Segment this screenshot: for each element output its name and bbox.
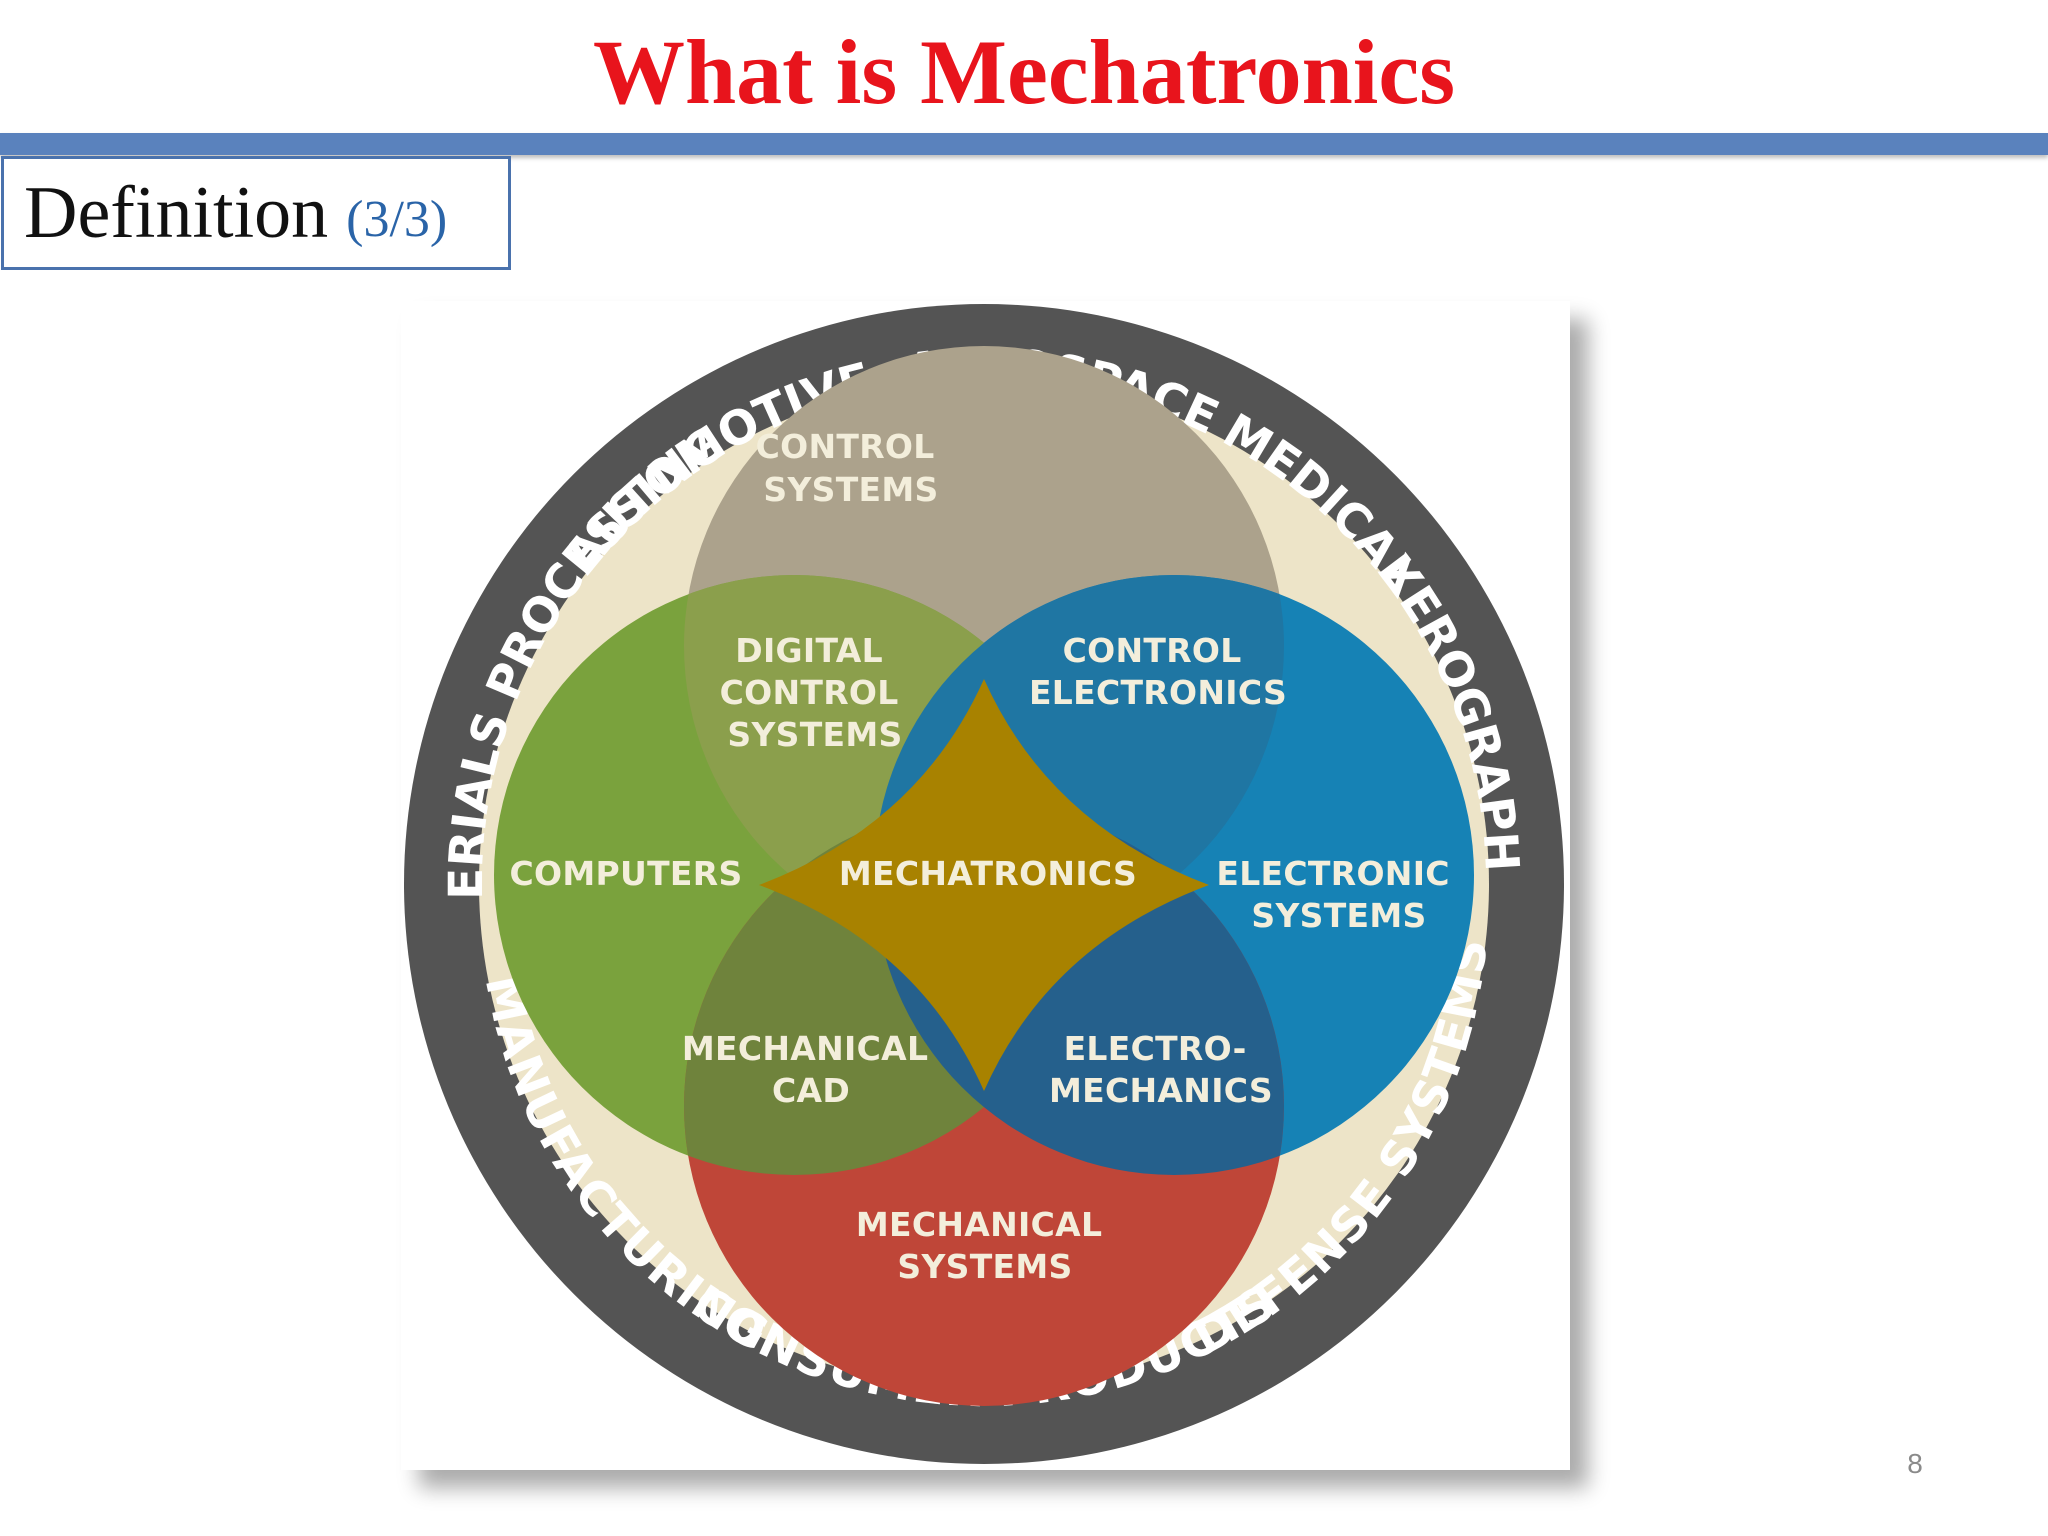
slide-title: What is Mechatronics: [592, 21, 1455, 123]
mechatronics-center-region: [759, 679, 1209, 1091]
page-number: 8: [1907, 1448, 1923, 1479]
label-electro-mechanics: ELECTRO- MECHANICS: [1049, 1029, 1273, 1110]
label-mechanical-cad: MECHANICAL CAD: [682, 1029, 940, 1110]
section-label: Definition: [24, 171, 329, 254]
label-control-systems: CONTROL SYSTEMS: [756, 427, 947, 509]
mechatronics-diagram: MATERIALS PROCESSING AUTOMOTIVE AEROSPAC…: [401, 301, 1570, 1470]
label-control-electronics: CONTROL ELECTRONICS: [1029, 631, 1287, 712]
label-computers: COMPUTERS: [509, 854, 742, 893]
label-mechanical-systems: MECHANICAL SYSTEMS: [856, 1205, 1114, 1286]
label-digital-control-systems: DIGITAL CONTROL SYSTEMS: [720, 631, 911, 754]
title-divider: [0, 133, 2048, 155]
label-electronic-systems: ELECTRONIC SYSTEMS: [1216, 854, 1461, 935]
section-heading-box: Definition (3/3): [1, 156, 511, 270]
label-mechatronics: MECHATRONICS: [839, 854, 1137, 893]
section-counter: (3/3): [346, 190, 448, 248]
